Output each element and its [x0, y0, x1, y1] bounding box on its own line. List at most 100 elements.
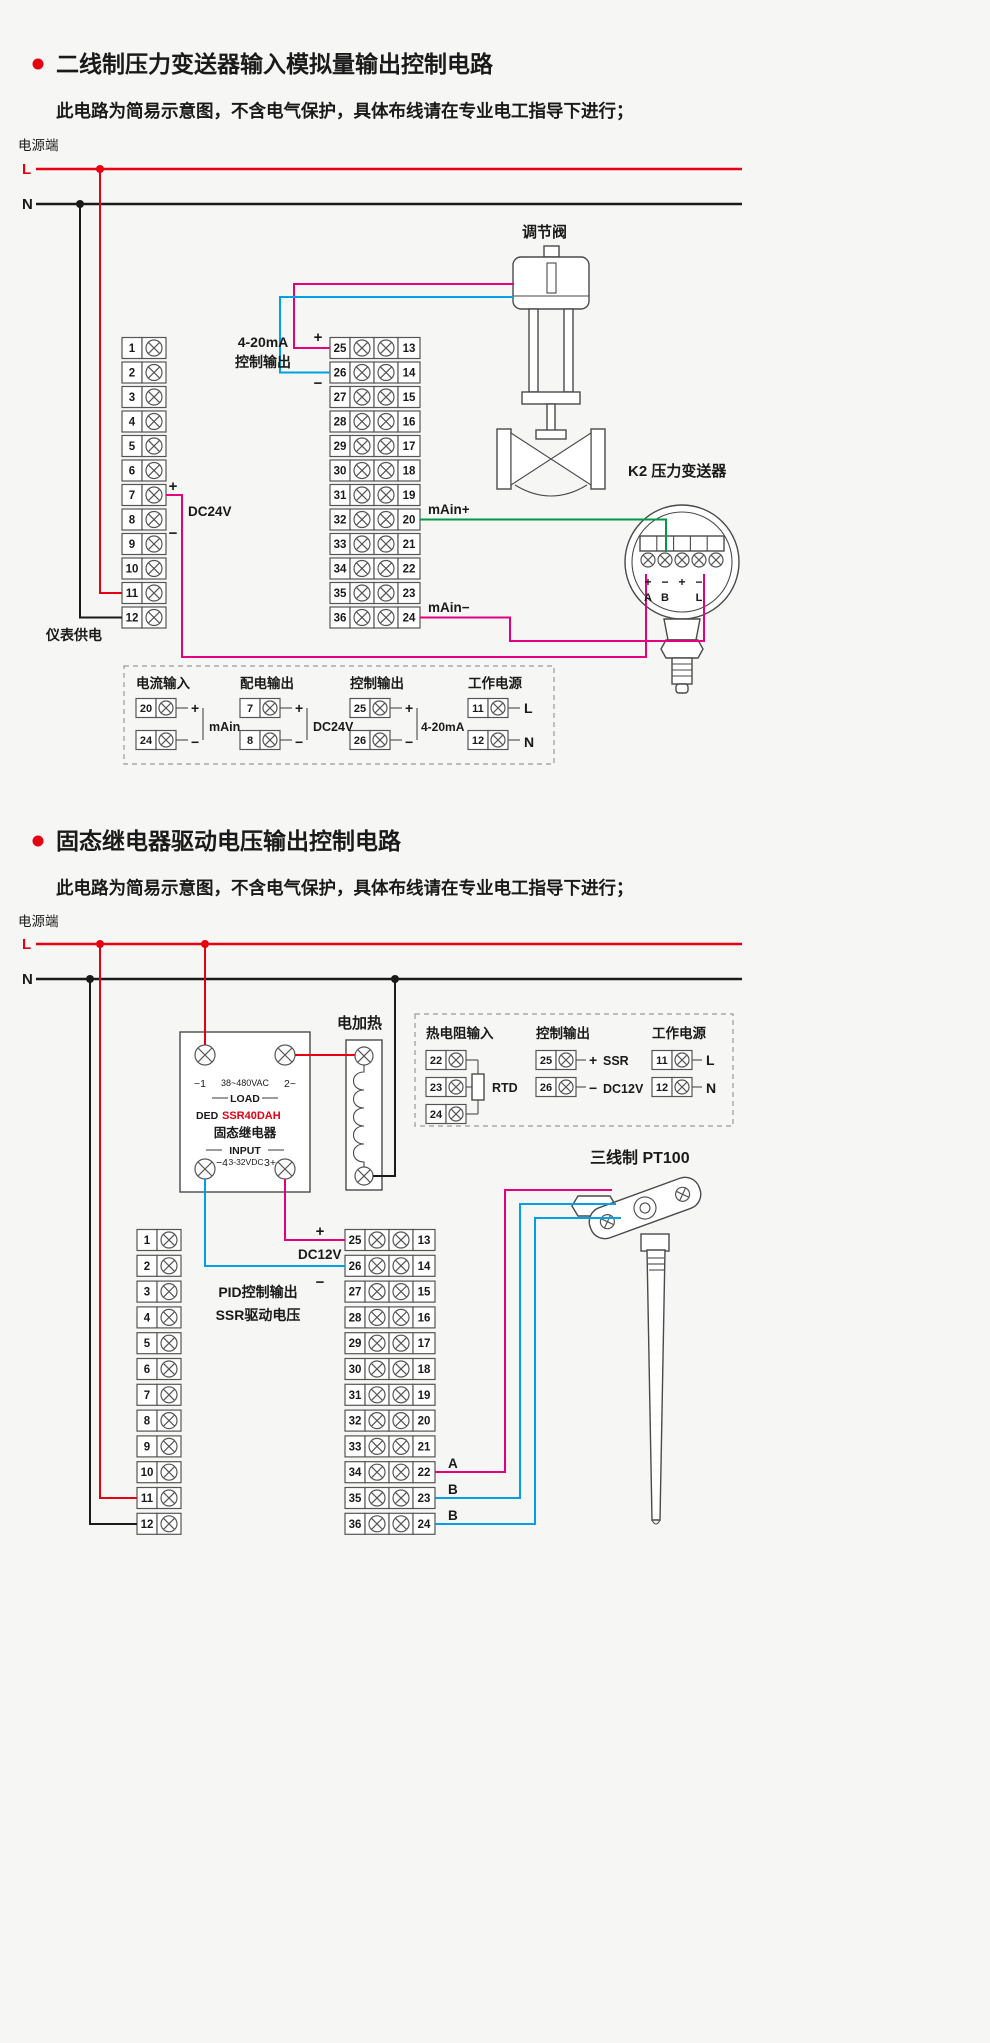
terminal-number-cell: 25: [349, 697, 371, 719]
pressure-transmitter: [624, 504, 740, 694]
svg-text:20: 20: [403, 515, 416, 527]
terminal-number-cell: 35: [344, 1486, 366, 1510]
instrument-supply-label: 仪表供电: [45, 627, 102, 643]
dc12v-plus-sign: +: [316, 1223, 325, 1240]
svg-text:17: 17: [403, 441, 416, 453]
terminal-number-cell: 26: [344, 1254, 366, 1277]
ssr-name: 固态继电器: [214, 1125, 277, 1140]
valve-flange-right: [590, 428, 606, 490]
terminal-number-cell: 17: [412, 1332, 436, 1355]
terminal-screw-cell: [156, 1332, 182, 1355]
valve-yoke-right: [563, 308, 574, 393]
wire-l-to-terminal11: [99, 169, 122, 594]
ssr-marking-lines: [206, 1097, 284, 1151]
terminal-screw-cell: [388, 1332, 414, 1355]
labels-section2: 固态继电器驱动电压输出控制电路 此电路为简易示意图，不含电气保护，具体布线请在专…: [18, 828, 716, 1523]
terminal-screw-cell: [373, 581, 399, 605]
dc24v-label: DC24V: [188, 504, 232, 519]
terminal-screw-cell: [155, 729, 177, 751]
terminal-screw-cell: [373, 385, 399, 409]
wire-ssr-minus-to-terminal26: [204, 1179, 345, 1267]
terminal-number-cell: 7: [239, 697, 261, 719]
terminal-screw-cell: [364, 1512, 390, 1535]
terminal-number-cell: 13: [412, 1228, 436, 1252]
terminal-number-cell: 36: [329, 606, 351, 629]
terminal-number-cell: 11: [136, 1486, 158, 1510]
pt100-head-cap: [633, 1196, 657, 1220]
svg-text:31: 31: [349, 1390, 362, 1402]
wire-main-minus-to-transmitter: [420, 574, 705, 642]
svg-text:16: 16: [403, 417, 416, 429]
heater-coil: [352, 1065, 365, 1167]
transmitter-screws: [640, 552, 724, 568]
heater-screws: [354, 1046, 374, 1186]
xmtr-sign-2: −: [661, 575, 668, 589]
transmitter-neck: [663, 618, 701, 641]
terminal-number-cell: 12: [121, 606, 143, 629]
xmtr-sign-1: +: [644, 575, 651, 589]
valve-body-left: [510, 431, 553, 487]
valve-yoke-left: [528, 308, 539, 393]
terminal-number-cell: 18: [397, 459, 421, 482]
svg-text:24: 24: [430, 1109, 443, 1121]
ssr-terminal-2: 2~: [284, 1078, 296, 1090]
terminal-screw-cell: [388, 1461, 414, 1484]
terminal-number-cell: 16: [397, 410, 421, 433]
l-phase-label-2: L: [22, 936, 31, 953]
terminal-screw-cell: [141, 532, 167, 556]
svg-text:10: 10: [141, 1467, 154, 1479]
terminal-screw-cell: [445, 1049, 467, 1071]
transmitter-threads: [672, 663, 692, 677]
terminal-screw-cell: [388, 1306, 414, 1329]
svg-text:29: 29: [334, 441, 347, 453]
svg-text:2: 2: [129, 368, 135, 380]
terminal-screw-cell: [373, 336, 399, 360]
main-plus-label: mAin+: [428, 502, 470, 517]
terminal-number-cell: 2: [121, 361, 143, 384]
svg-text:15: 15: [418, 1287, 431, 1299]
terminal-number-cell: 25: [535, 1049, 557, 1071]
terminal-number-cell: 28: [329, 410, 351, 433]
svg-text:22: 22: [430, 1055, 442, 1067]
output-label-line1: 4-20mA: [238, 334, 289, 350]
terminal-number-cell: 23: [412, 1486, 436, 1510]
svg-text:8: 8: [129, 515, 136, 527]
transmitter-hex-nut: [660, 639, 704, 659]
svg-text:25: 25: [354, 703, 366, 715]
terminal-screw-cell: [141, 434, 167, 458]
terminal-number-cell: 8: [136, 1409, 158, 1432]
terminal-number-cell: 33: [344, 1435, 366, 1458]
transmitter-process-stub: [671, 657, 693, 685]
ssr-input-rating: 3-32VDC: [229, 1157, 264, 1167]
svg-text:11: 11: [656, 1055, 668, 1067]
svg-text:34: 34: [349, 1467, 362, 1479]
terminal-screw-cell: [369, 697, 391, 719]
terminal-number-cell: 24: [135, 729, 157, 751]
svg-text:6: 6: [129, 466, 135, 478]
svg-text:23: 23: [430, 1082, 442, 1094]
svg-text:12: 12: [472, 735, 484, 747]
svg-text:18: 18: [418, 1364, 431, 1376]
terminal-number-cell: 29: [344, 1332, 366, 1355]
terminal-screw-cell: [141, 361, 167, 384]
terminal-screw-cell: [141, 483, 167, 507]
terminal-screw-cell: [156, 1461, 182, 1484]
wire-pt100-a-to-terminal22: [435, 1189, 612, 1473]
terminal-screw-cell: [156, 1486, 182, 1510]
svg-text:1: 1: [144, 1235, 151, 1247]
terminal-screw-cell: [364, 1254, 390, 1277]
terminal-screw-cell: [373, 532, 399, 556]
terminal-screw-cell: [156, 1254, 182, 1277]
terminal-screw-cell: [349, 581, 375, 605]
wire-pt100-b-to-terminal23: [435, 1203, 616, 1499]
valve-flange-left: [496, 428, 512, 490]
terminal-number-cell: 17: [397, 434, 421, 458]
terminal-number-cell: 10: [136, 1461, 158, 1484]
legend1-g1-label: mAin: [209, 720, 240, 734]
terminal-screw-cell: [373, 434, 399, 458]
